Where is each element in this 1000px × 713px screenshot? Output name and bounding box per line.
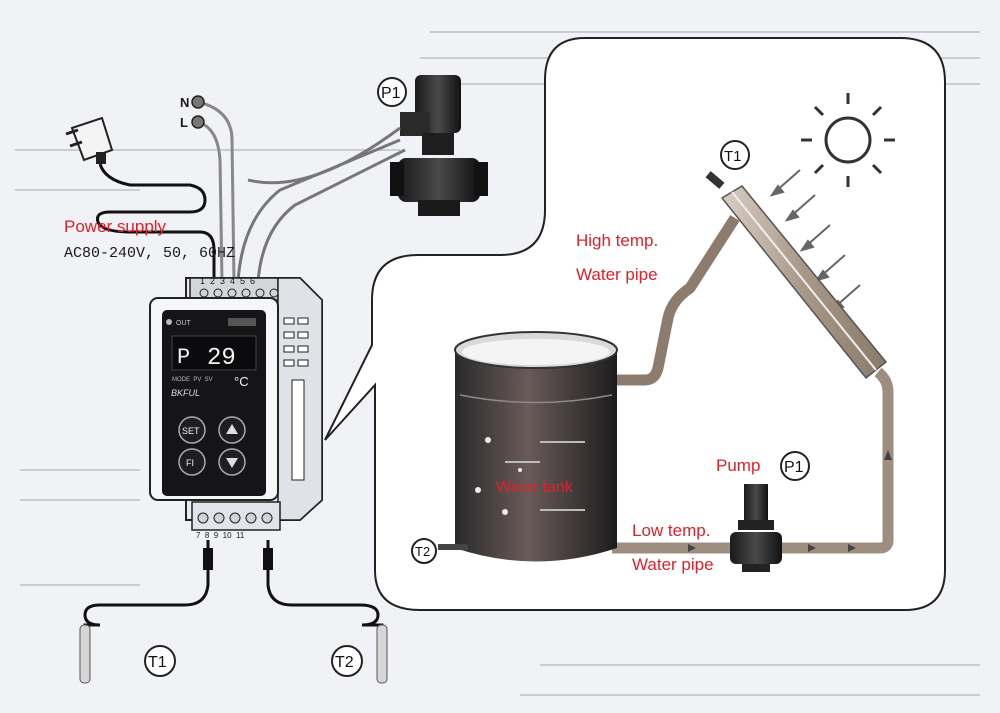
t1-sensor-cable xyxy=(83,540,210,640)
lcd-value: 29 xyxy=(207,345,236,372)
high-temp-label: High temp. xyxy=(576,231,658,250)
live-terminal xyxy=(191,115,205,129)
neutral-label: N xyxy=(180,95,189,110)
sun-icon xyxy=(801,93,895,187)
high-temp-pipe xyxy=(615,215,740,386)
top-terminal-block xyxy=(199,288,279,298)
t1-label-sensor: T1 xyxy=(148,654,167,671)
low-temp-label: Low temp. xyxy=(632,521,710,540)
out-indicator-label: OUT xyxy=(176,320,192,327)
pump-label: Pump xyxy=(716,456,760,475)
water-tank xyxy=(454,331,618,562)
power-plug-icon xyxy=(65,116,114,164)
flow-arrows xyxy=(688,450,892,552)
bottom-terminal-block xyxy=(197,512,273,524)
set-button-label: SET xyxy=(182,426,200,436)
high-temp-pipe-label: Water pipe xyxy=(576,265,658,284)
t2-probe xyxy=(438,544,468,550)
low-temp-pipe-label: Water pipe xyxy=(632,555,714,574)
t1-label-system: T1 xyxy=(724,148,742,165)
brand-label: BKFUL xyxy=(171,388,200,398)
main-pump xyxy=(390,75,488,216)
mode-labels: MODE PV SV xyxy=(172,377,213,383)
t2-label-system: T2 xyxy=(415,544,430,559)
p1-label-system: P1 xyxy=(784,459,804,476)
p1-label-top: P1 xyxy=(381,85,401,102)
lcd-unit: °C xyxy=(234,374,249,389)
top-terminal-numbers: 1 2 3 4 5 6 xyxy=(200,276,255,286)
system-pump xyxy=(730,484,782,572)
power-supply-label: Power supply xyxy=(64,217,167,236)
t1-probe xyxy=(705,171,725,189)
t1-sensor-probe xyxy=(79,624,91,684)
power-spec-label: AC80-240V, 50, 60HZ xyxy=(64,245,235,262)
t1-connector xyxy=(203,548,213,570)
water-tank-label: Water tank xyxy=(496,479,574,496)
t2-sensor-cable xyxy=(266,540,384,640)
fi-button-label: FI xyxy=(186,458,194,468)
t2-label-sensor: T2 xyxy=(335,654,354,671)
power-cable xyxy=(96,163,216,282)
side-vents xyxy=(283,317,309,481)
sun-ray-arrows xyxy=(769,169,861,312)
solar-collector xyxy=(720,185,888,380)
t2-sensor-probe xyxy=(376,624,388,684)
neutral-terminal xyxy=(191,95,205,109)
t2-connector xyxy=(263,548,273,570)
circled-label-markers xyxy=(144,77,810,677)
low-temp-pipe xyxy=(612,367,894,554)
lcd-mode: P xyxy=(177,345,190,370)
bottom-terminal-numbers: 7 8 9 10 11 xyxy=(196,531,245,540)
live-label: L xyxy=(180,115,188,130)
pump-wires xyxy=(236,126,406,283)
